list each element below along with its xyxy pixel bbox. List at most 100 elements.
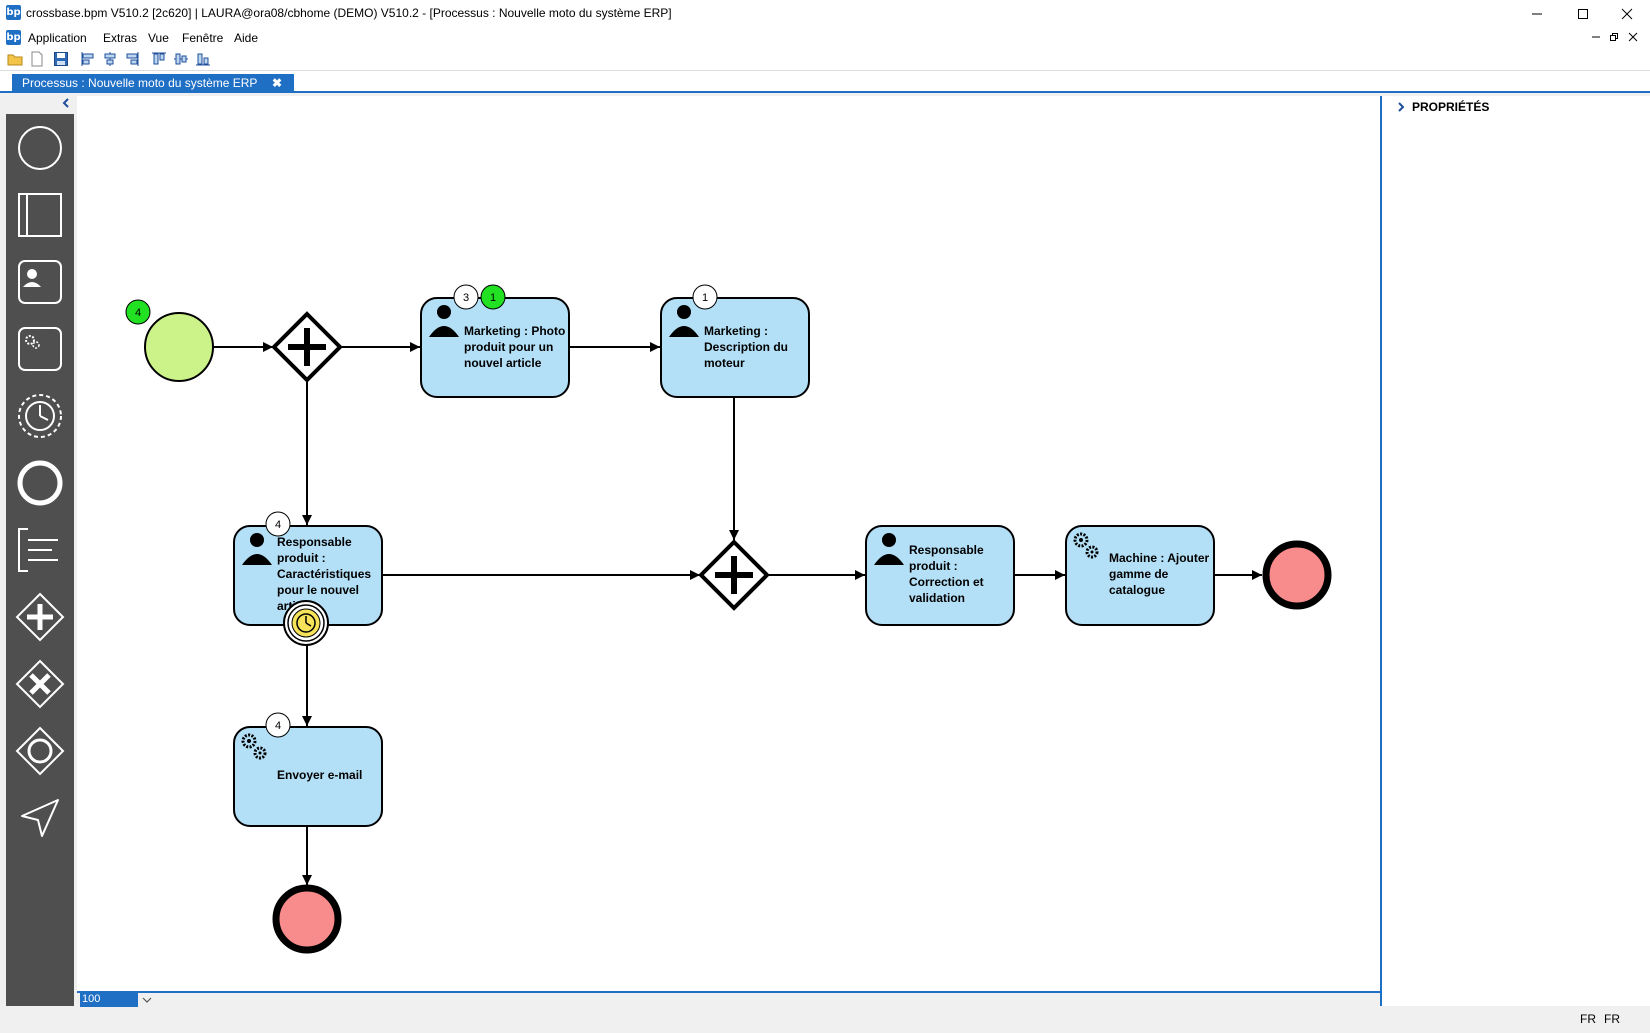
task-count-badge-text: 3 xyxy=(463,292,469,304)
zoom-value[interactable]: 100 xyxy=(80,992,138,1007)
user-icon xyxy=(242,533,272,565)
align-middle-icon[interactable] xyxy=(173,51,189,67)
inclusive-gateway-tool-icon[interactable] xyxy=(14,725,66,777)
menu-extras[interactable]: Extras xyxy=(103,31,138,45)
diagram-svg: 4 Marketing : Photo produit pour un nouv… xyxy=(125,284,1332,954)
chevron-left-icon[interactable] xyxy=(60,96,72,110)
canvas-bottom-border xyxy=(77,991,1380,993)
chevron-right-icon xyxy=(1398,102,1405,112)
task-marketing-photo[interactable]: Marketing : Photo produit pour un nouvel… xyxy=(420,284,570,398)
start-event-tool-icon[interactable] xyxy=(14,122,66,174)
tab-close-icon[interactable]: ✖ xyxy=(271,76,282,90)
pool-lane-tool-icon[interactable] xyxy=(14,189,66,241)
start-event-badge-text: 4 xyxy=(135,307,141,319)
gears-icon xyxy=(241,733,267,760)
menu-vue[interactable]: Vue xyxy=(148,31,169,45)
properties-header[interactable]: PROPRIÉTÉS xyxy=(1396,100,1489,114)
user-task-tool-icon[interactable] xyxy=(14,256,66,308)
align-bottom-icon[interactable] xyxy=(195,51,211,67)
chevron-down-icon xyxy=(142,997,152,1003)
task-label-line: Caractéristiques xyxy=(277,567,371,581)
task-responsable-caracteristiques[interactable]: Responsable produit : Caractéristiques p… xyxy=(233,511,383,626)
user-icon xyxy=(669,305,699,337)
properties-panel: PROPRIÉTÉS xyxy=(1380,96,1650,1006)
task-active-badge xyxy=(480,284,506,310)
task-count-badge xyxy=(692,284,718,310)
task-label-line: Envoyer e-mail xyxy=(277,768,362,782)
align-center-icon[interactable] xyxy=(102,51,118,67)
end-event-main[interactable] xyxy=(1262,540,1332,610)
mdi-close-button[interactable] xyxy=(1627,31,1639,43)
tab-label: Processus : Nouvelle moto du système ERP xyxy=(22,76,258,90)
timer-event-tool-icon[interactable] xyxy=(14,390,66,442)
task-count-badge xyxy=(265,511,291,537)
boundary-timer-event[interactable] xyxy=(283,600,329,646)
tab-process[interactable]: Processus : Nouvelle moto du système ERP… xyxy=(12,74,294,93)
task-label-line: Marketing : Photo xyxy=(464,324,565,338)
task-label-line: gamme de xyxy=(1109,567,1169,581)
task-label-line: catalogue xyxy=(1109,583,1165,597)
parallel-gateway-split[interactable] xyxy=(271,311,343,383)
properties-title: PROPRIÉTÉS xyxy=(1412,100,1490,114)
mdi-restore-button[interactable] xyxy=(1608,31,1620,43)
minimize-button[interactable] xyxy=(1514,0,1560,27)
menu-application[interactable]: Application xyxy=(28,31,87,45)
task-active-badge-text: 1 xyxy=(490,292,496,304)
exclusive-gateway-tool-icon[interactable] xyxy=(14,658,66,710)
task-responsable-correction[interactable]: Responsable produit : Correction et vali… xyxy=(865,525,1015,626)
align-top-icon[interactable] xyxy=(151,51,167,67)
task-envoyer-email[interactable]: Envoyer e-mail 4 xyxy=(233,712,383,827)
sequence-flows xyxy=(213,342,1262,885)
task-label-line: Responsable xyxy=(909,543,984,557)
close-button[interactable] xyxy=(1604,0,1650,27)
zoom-select[interactable]: 100 xyxy=(80,991,156,1008)
element-palette xyxy=(6,114,74,1006)
mdi-minimize-button[interactable] xyxy=(1590,31,1602,43)
service-task-tool-icon[interactable] xyxy=(14,323,66,375)
user-icon xyxy=(429,305,459,337)
end-event-tool-icon[interactable] xyxy=(14,457,66,509)
maximize-button[interactable] xyxy=(1560,0,1606,27)
open-folder-icon[interactable] xyxy=(7,51,23,67)
task-machine-catalogue[interactable]: Machine : Ajouter gamme de catalogue xyxy=(1065,525,1215,626)
zoom-dropdown-button[interactable] xyxy=(140,992,154,1007)
parallel-gateway-tool-icon[interactable] xyxy=(14,591,66,643)
task-count-badge-text: 4 xyxy=(275,720,281,732)
task-label-line: Description du xyxy=(704,340,788,354)
app-logo: bp xyxy=(6,5,21,20)
align-left-icon[interactable] xyxy=(80,51,96,67)
task-count-badge-text: 4 xyxy=(275,519,281,531)
task-label-line: produit : xyxy=(909,559,958,573)
task-count-badge xyxy=(265,712,291,738)
close-icon xyxy=(1621,8,1633,19)
task-label-line: pour le nouvel xyxy=(277,583,359,597)
diagram-canvas[interactable]: 4 Marketing : Photo produit pour un nouv… xyxy=(77,96,1380,991)
save-icon[interactable] xyxy=(53,51,69,67)
gears-icon xyxy=(1073,532,1099,559)
status-keyboard: FR xyxy=(1604,1012,1620,1026)
user-icon xyxy=(874,533,904,565)
menu-fenetre[interactable]: Fenêtre xyxy=(182,31,224,45)
task-label-line: Correction et xyxy=(909,575,984,589)
maximize-icon xyxy=(1578,8,1588,19)
task-label-line: validation xyxy=(909,591,965,605)
annotation-tool-icon[interactable] xyxy=(14,524,66,576)
status-language: FR xyxy=(1580,1012,1596,1026)
task-marketing-moteur[interactable]: Marketing : Description du moteur 1 xyxy=(660,284,810,398)
menu-aide[interactable]: Aide xyxy=(234,31,259,45)
close-icon xyxy=(1628,32,1638,42)
end-event-email[interactable] xyxy=(272,884,342,954)
menu-app-logo[interactable]: bp xyxy=(6,30,21,45)
minimize-icon xyxy=(1592,36,1600,38)
task-count-badge-text: 1 xyxy=(702,292,708,304)
connector-tool-icon[interactable] xyxy=(14,792,66,844)
parallel-gateway-join[interactable] xyxy=(698,539,770,611)
window-title: crossbase.bpm V510.2 [2c620] | LAURA@ora… xyxy=(26,6,672,20)
task-count-badge xyxy=(453,284,479,310)
new-document-icon[interactable] xyxy=(29,51,45,67)
task-label-line: nouvel article xyxy=(464,356,542,370)
task-label-line: produit : xyxy=(277,551,326,565)
align-right-icon[interactable] xyxy=(124,51,140,67)
title-bar: bp crossbase.bpm V510.2 [2c620] | LAURA@… xyxy=(0,0,1650,27)
start-event[interactable] xyxy=(144,312,214,382)
